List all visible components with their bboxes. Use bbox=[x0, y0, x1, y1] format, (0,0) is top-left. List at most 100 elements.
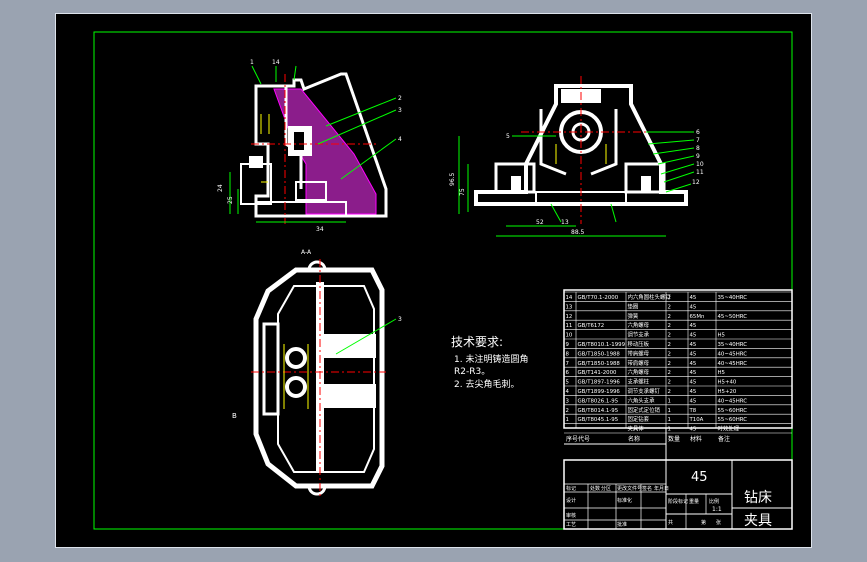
title-scale: 比例 bbox=[709, 498, 719, 505]
plan-pin-upper bbox=[285, 347, 307, 369]
parts-cell: 6 bbox=[566, 370, 570, 376]
title-weight: 重量 bbox=[689, 498, 699, 505]
parts-cell: 45 bbox=[690, 361, 697, 367]
parts-cell: 六角螺母 bbox=[628, 321, 650, 329]
title-total: 共 bbox=[668, 519, 673, 526]
parts-cell: 55~60HRC bbox=[718, 417, 748, 423]
parts-cell: 45 bbox=[690, 333, 697, 339]
drawing-viewport[interactable]: 1 14 2 3 4 24 25 34 96.5 75 5 2 88.5 5 6 7 8… bbox=[55, 13, 812, 548]
title-scale-value: 1:1 bbox=[712, 506, 722, 513]
parts-cell: 45 bbox=[690, 295, 697, 301]
side-balloon: 8 bbox=[696, 145, 700, 152]
title-approve: 批准 bbox=[617, 521, 627, 528]
parts-cell: 40~45HRC bbox=[718, 361, 748, 367]
parts-cell: 4 bbox=[566, 389, 570, 395]
parts-header-cell: 代号 bbox=[578, 435, 590, 443]
parts-cell: 支承螺柱 bbox=[628, 378, 650, 386]
parts-cell: 内六角圆柱头螺钉 bbox=[628, 293, 672, 301]
tech-line-1b: R2-R3。 bbox=[454, 367, 490, 377]
parts-cell: 2 bbox=[668, 314, 671, 320]
parts-header-cell: 序号 bbox=[566, 435, 578, 443]
parts-cell: 10 bbox=[566, 333, 573, 339]
parts-cell: 8 bbox=[566, 351, 570, 357]
parts-cell: 11 bbox=[566, 323, 573, 329]
parts-cell: 固定式定位销 bbox=[628, 406, 661, 414]
front-view: 1 14 2 3 4 24 25 34 bbox=[217, 59, 402, 233]
parts-cell: 移动压板 bbox=[628, 340, 650, 348]
front-balloon-2: 2 bbox=[398, 95, 402, 102]
parts-cell: 2 bbox=[668, 361, 671, 367]
parts-cell: 9 bbox=[566, 342, 570, 348]
parts-cell: 带肩螺母 bbox=[628, 359, 650, 367]
title-stage: 阶段标记 bbox=[668, 498, 688, 505]
parts-cell: 45~50HRC bbox=[718, 314, 748, 320]
parts-cell: 3 bbox=[566, 398, 569, 404]
parts-cell: 14 bbox=[566, 295, 573, 301]
side-balloon: 13 bbox=[561, 219, 569, 226]
parts-cell: 1 bbox=[668, 398, 671, 404]
parts-cell: GB/T8026.1-95 bbox=[578, 398, 619, 404]
plan-outline bbox=[253, 267, 385, 489]
plan-pin-lower bbox=[285, 376, 307, 398]
side-balloon: 9 bbox=[696, 153, 700, 160]
parts-cell: 45 bbox=[690, 427, 697, 433]
plan-view: A-A 3 B bbox=[232, 249, 402, 496]
parts-cell: 45 bbox=[690, 323, 697, 329]
title-design: 设计 bbox=[566, 497, 576, 504]
parts-cell: 2 bbox=[668, 323, 671, 329]
cad-drawing: 1 14 2 3 4 24 25 34 96.5 75 5 2 88.5 5 6 7 8… bbox=[93, 31, 793, 530]
side-balloon: 5 bbox=[506, 133, 510, 140]
parts-cell: 时效处理 bbox=[718, 425, 740, 433]
parts-cell: T10A bbox=[689, 417, 704, 423]
parts-cell: H5 bbox=[718, 370, 725, 376]
parts-cell: 弹簧 bbox=[628, 312, 639, 320]
tech-line-2: 2. 去尖角毛刺。 bbox=[454, 378, 519, 390]
parts-cell: 45 bbox=[690, 380, 697, 386]
parts-cell: 5 bbox=[566, 380, 569, 386]
parts-cell: 2 bbox=[668, 351, 671, 357]
plan-balloon-3: 3 bbox=[398, 316, 402, 323]
parts-cell: 夹具体 bbox=[628, 425, 645, 433]
front-dim-w: 34 bbox=[316, 226, 324, 233]
parts-cell: 2 bbox=[668, 342, 671, 348]
title-zone: 分区 bbox=[601, 485, 611, 492]
title-doc-no: 更改文件号 bbox=[617, 485, 642, 492]
parts-cell: 7 bbox=[566, 361, 569, 367]
parts-cell: 2 bbox=[668, 389, 671, 395]
parts-cell: 1 bbox=[668, 427, 671, 433]
title-review: 审核 bbox=[566, 512, 576, 519]
title-standard: 标准化 bbox=[617, 497, 632, 504]
parts-cell: GB/T6172 bbox=[578, 323, 605, 329]
parts-cell: 2 bbox=[668, 304, 671, 310]
parts-cell: 调节支承螺钉 bbox=[628, 387, 661, 395]
parts-cell: 35~40HRC bbox=[718, 342, 748, 348]
front-balloon-14: 14 bbox=[272, 59, 280, 66]
parts-cell: GB/T8010.1-1999 bbox=[578, 342, 626, 348]
parts-cell: GB/T1899-1996 bbox=[578, 389, 621, 395]
parts-cell: 12 bbox=[566, 314, 573, 320]
parts-cell: H5+20 bbox=[718, 389, 737, 395]
parts-cell: 2 bbox=[566, 408, 569, 414]
side-dim-h2: 75 bbox=[459, 188, 466, 196]
parts-cell: 65Mn bbox=[690, 314, 705, 320]
parts-cell: GB/T1897-1996 bbox=[578, 380, 621, 386]
plan-side-mark: B bbox=[232, 412, 237, 420]
parts-cell: 带肩螺母 bbox=[628, 349, 650, 357]
tech-title: 技术要求: bbox=[451, 335, 503, 349]
parts-cell: 六角螺母 bbox=[628, 368, 650, 376]
parts-cell: 调节支承 bbox=[628, 331, 650, 339]
parts-cell: GB/T1850-1988 bbox=[578, 351, 621, 357]
side-balloon: 12 bbox=[692, 179, 700, 186]
side-balloon: 11 bbox=[696, 169, 704, 176]
parts-cell: 13 bbox=[566, 304, 573, 310]
side-dim-h: 96.5 bbox=[449, 172, 456, 186]
drawing-frame bbox=[93, 31, 793, 530]
parts-cell: 1 bbox=[566, 417, 569, 423]
parts-cell: GB/T8014.1-95 bbox=[578, 408, 619, 414]
tech-requirements: 技术要求: 1. 未注明铸造圆角 R2-R3。 2. 去尖角毛刺。 bbox=[451, 335, 528, 390]
side-dim-w2: 88.5 bbox=[571, 229, 585, 236]
side-balloon: 10 bbox=[696, 161, 704, 168]
